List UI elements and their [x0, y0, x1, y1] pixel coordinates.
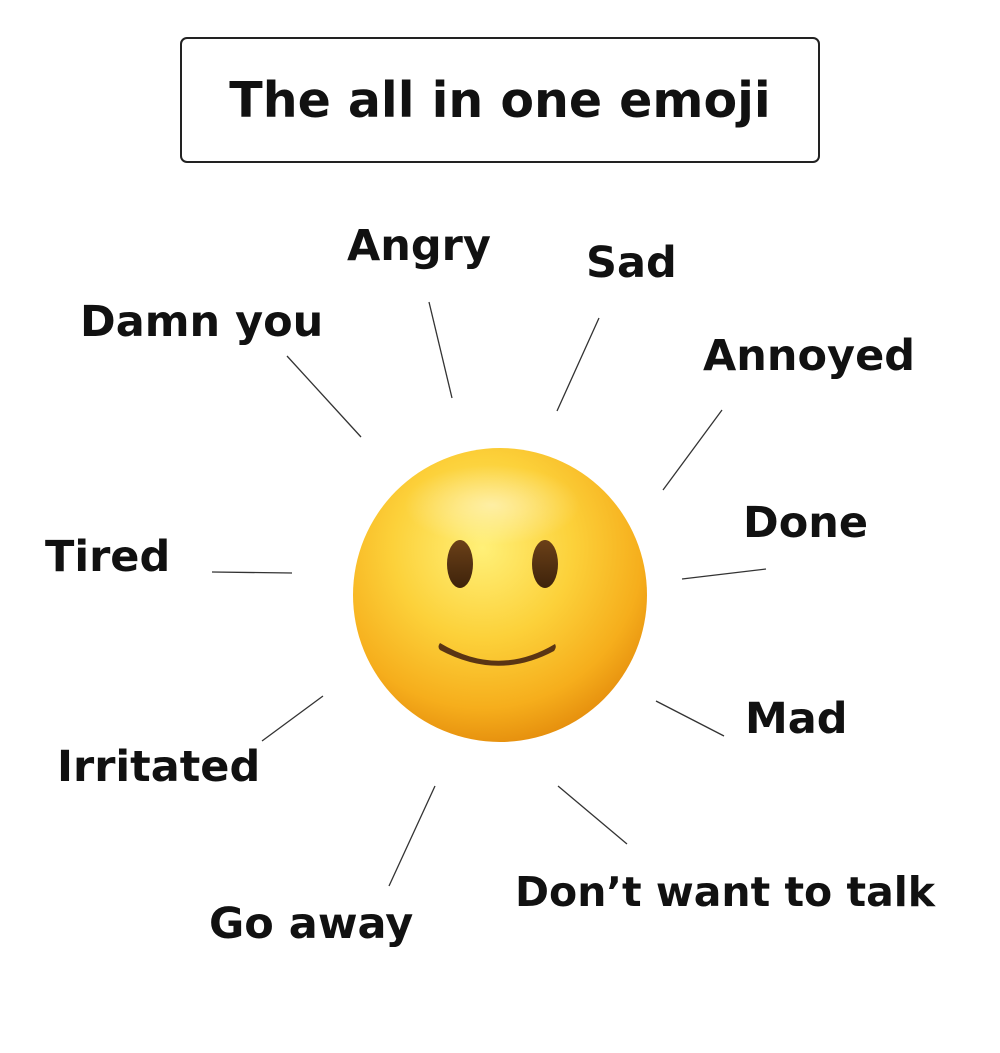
label-sad: Sad: [586, 238, 677, 288]
diagram-title: The all in one emoji: [229, 71, 771, 129]
label-tired: Tired: [45, 532, 171, 582]
smile-mouth: [438, 643, 556, 666]
connector-annoyed: [662, 409, 723, 491]
connector-irritated: [261, 695, 324, 742]
label-irritated: Irritated: [57, 742, 261, 792]
label-damn-you: Damn you: [80, 297, 324, 347]
left-eye: [447, 540, 473, 588]
right-eye: [532, 540, 558, 588]
connector-tired: [211, 571, 293, 574]
title-box: The all in one emoji: [180, 37, 820, 163]
connector-angry: [428, 301, 453, 399]
connector-damn-you: [286, 355, 362, 438]
label-mad: Mad: [745, 694, 848, 744]
label-go-away: Go away: [209, 899, 414, 949]
connector-sad: [556, 317, 600, 412]
connector-done: [681, 568, 767, 580]
connector-dont-want-to-talk: [557, 785, 628, 845]
slightly-smiling-face-icon: [353, 448, 647, 742]
label-done: Done: [743, 498, 869, 548]
connector-mad: [655, 700, 725, 737]
label-dont-want-to-talk: Don’t want to talk: [515, 868, 936, 916]
label-angry: Angry: [347, 221, 491, 271]
connector-go-away: [388, 785, 436, 887]
label-annoyed: Annoyed: [703, 331, 916, 381]
